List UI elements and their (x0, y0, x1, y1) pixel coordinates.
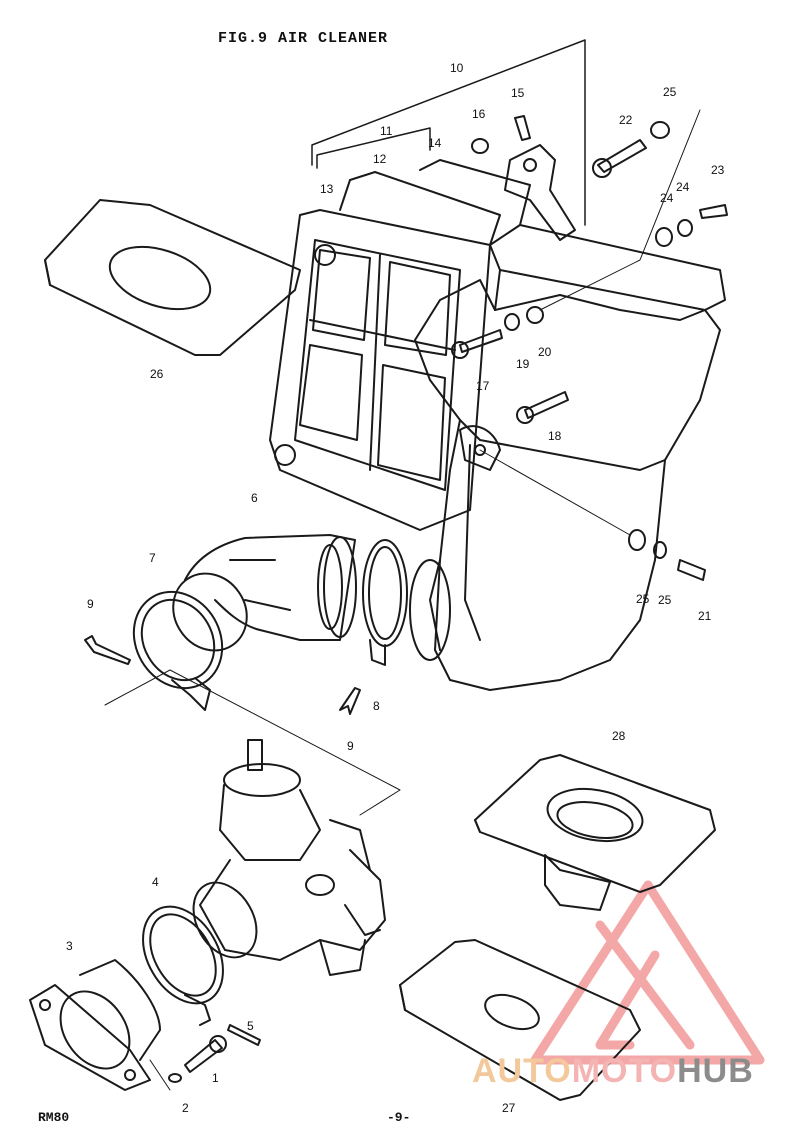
callout-13: 13 (320, 182, 334, 196)
callout-9: 9 (87, 597, 94, 611)
callout-25: 25 (658, 593, 672, 607)
screw-5 (227, 1024, 261, 1046)
callout-8: 8 (373, 699, 380, 713)
air-cleaner-case (414, 224, 726, 691)
callout-23: 23 (711, 163, 725, 177)
washer-19 (504, 313, 520, 331)
figure-title: FIG.9 AIR CLEANER (218, 30, 389, 47)
bolt-18 (524, 391, 569, 419)
bolt-17 (459, 329, 503, 353)
connecting-tube (172, 534, 357, 652)
bolt-22 (597, 139, 647, 173)
callout-17: 17 (476, 379, 490, 393)
mounting-bracket (504, 144, 576, 241)
callout-16: 16 (472, 107, 486, 121)
washer-16 (471, 138, 489, 154)
bolt-21 (677, 559, 706, 581)
watermark-auto: AUTO (472, 1052, 572, 1090)
callout-labels: 1234567899101112131415161718192021222324… (66, 61, 725, 1115)
callout-14: 14 (428, 136, 442, 150)
bracket-hole (523, 158, 537, 172)
screw-9-right (339, 687, 361, 715)
callout-4: 4 (152, 875, 159, 889)
washer-24-bottom (653, 541, 667, 559)
callout-6: 6 (251, 491, 258, 505)
washer-25-mid (655, 227, 673, 247)
bolt-23 (699, 204, 728, 219)
callout-24: 24 (660, 191, 674, 205)
callout-12: 12 (373, 152, 387, 166)
callout-9: 9 (347, 739, 354, 753)
filter-cover-28 (474, 754, 716, 911)
washer-25-bottom (628, 529, 646, 551)
filter-element-frame (269, 159, 531, 531)
callout-3: 3 (66, 939, 73, 953)
bolt-18-head (516, 406, 534, 424)
washer-24-top (677, 219, 693, 237)
model-code: RM80 (38, 1110, 70, 1125)
watermark-logo (530, 880, 765, 1065)
screw-9-left (84, 635, 131, 665)
watermark-moto: MOTO (571, 1052, 678, 1090)
callout-7: 7 (149, 551, 156, 565)
assembly-lines (104, 109, 701, 1091)
callout-25: 25 (663, 85, 677, 99)
callout-5: 5 (247, 1019, 254, 1033)
watermark-text: AUTOMOTOHUB (472, 1052, 754, 1091)
foam-pad-26 (44, 199, 301, 356)
hose-clamp-4 (142, 905, 224, 1026)
watermark-hub: HUB (677, 1052, 754, 1090)
bolt-22-head (592, 158, 612, 178)
callout-26: 26 (150, 367, 164, 381)
hose-clamp-7 (132, 590, 224, 711)
callout-21: 21 (698, 609, 712, 623)
callout-1: 1 (212, 1071, 219, 1085)
callout-15: 15 (511, 86, 525, 100)
washer-20 (526, 306, 544, 324)
callout-24: 24 (676, 180, 690, 194)
hardware (451, 115, 728, 581)
callout-18: 18 (548, 429, 562, 443)
bolt-17-head (451, 341, 469, 359)
group-bracket-10 (311, 39, 586, 226)
callout-28: 28 (612, 729, 626, 743)
washer-2 (168, 1073, 182, 1083)
page-number: -9- (387, 1110, 411, 1125)
filter-cover-27 (399, 939, 641, 1101)
carburetor-holder (29, 959, 161, 1091)
callout-27: 27 (502, 1101, 516, 1115)
callout-19: 19 (516, 357, 530, 371)
callout-2: 2 (182, 1101, 189, 1115)
hose-clamp-8 (362, 539, 451, 666)
carburetor (192, 739, 386, 976)
bolt-15 (514, 115, 531, 141)
group-bracket-11 (316, 127, 431, 169)
bolt-1 (184, 1039, 223, 1073)
callout-25: 25 (636, 592, 650, 606)
callout-22: 22 (619, 113, 633, 127)
callout-20: 20 (538, 345, 552, 359)
washer-25-top (650, 121, 670, 139)
callout-11: 11 (380, 124, 393, 138)
bolt-1-head (209, 1035, 227, 1053)
callout-10: 10 (450, 61, 464, 75)
